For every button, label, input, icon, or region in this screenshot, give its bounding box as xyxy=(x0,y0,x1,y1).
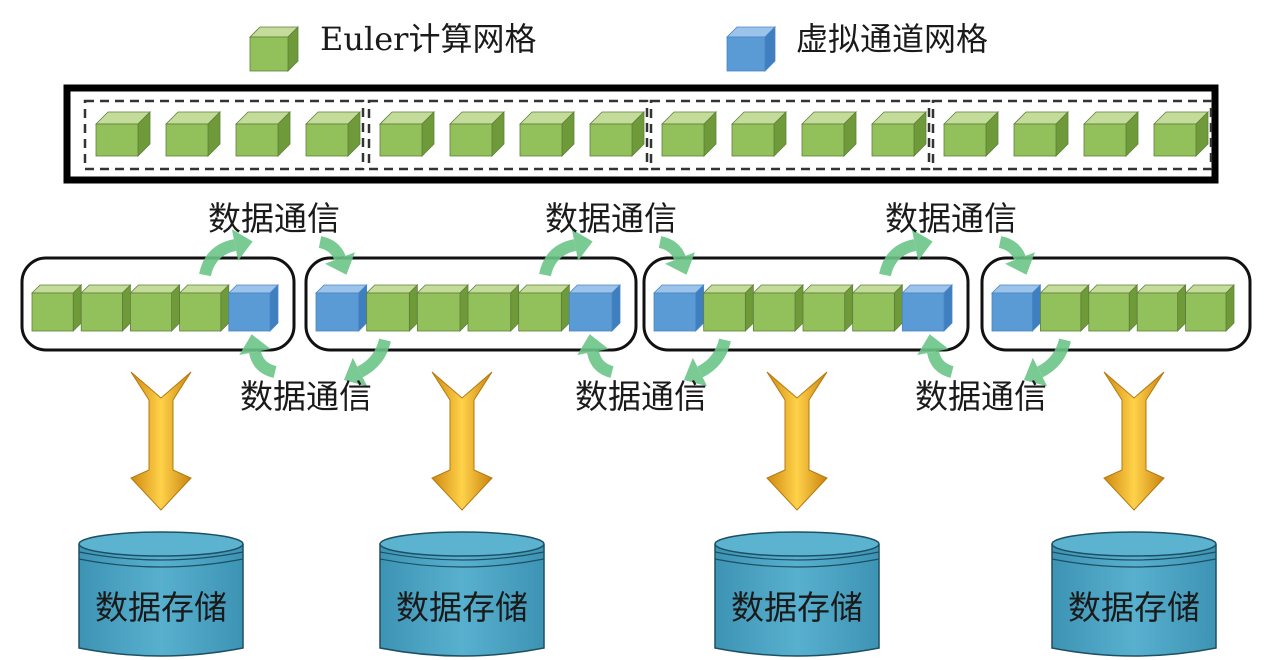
virtual-cell-icon xyxy=(726,26,776,72)
compute-cell xyxy=(943,111,999,157)
storage-cylinder xyxy=(78,531,244,657)
compute-cell xyxy=(129,284,181,332)
comm-label-bottom-1: 数据通信 xyxy=(240,377,372,416)
compute-cell xyxy=(851,284,904,332)
comm-arrow-in-bottom-1 xyxy=(239,334,277,378)
virtual-cell-icon-shape xyxy=(726,26,776,72)
compute-cell xyxy=(449,111,505,157)
compute-cell xyxy=(416,284,469,332)
store-arrow xyxy=(130,371,192,511)
compute-cell xyxy=(305,111,361,157)
comm-label-bottom-3: 数据通信 xyxy=(915,377,1047,416)
compute-cell xyxy=(661,111,717,157)
virtual-cell xyxy=(227,284,279,332)
comm-arrow-in-top-3 xyxy=(998,236,1035,275)
compute-cell-icon xyxy=(249,26,299,72)
compute-cell xyxy=(379,111,435,157)
storage-label-4: 数据存储 xyxy=(1068,588,1200,627)
global-grid xyxy=(63,84,1219,184)
global-partition xyxy=(649,99,931,171)
comm-arrow-in-top-2 xyxy=(658,236,695,275)
storage-cylinder xyxy=(714,531,880,657)
compute-cell xyxy=(31,284,83,332)
comm-label-bottom-2: 数据通信 xyxy=(575,377,707,416)
comm-arrow-in-bottom-3 xyxy=(917,334,954,378)
legend-label-virtual: 虚拟通道网格 xyxy=(796,20,988,58)
store-arrow xyxy=(431,371,493,511)
comm-arrow-in-top-1 xyxy=(318,236,355,275)
comm-arrow-out-top-1 xyxy=(199,229,253,277)
compute-cell xyxy=(752,284,804,332)
compute-cell xyxy=(467,284,520,332)
global-partition xyxy=(83,99,365,171)
storage-label-2: 数据存储 xyxy=(396,588,528,627)
virtual-cell xyxy=(991,284,1042,332)
comm-arrow-out-bottom-2 xyxy=(683,338,731,387)
compute-cell xyxy=(517,284,571,332)
comm-arrow-out-top-2 xyxy=(539,229,593,277)
store-arrow xyxy=(766,371,828,511)
compute-cell-icon-shape xyxy=(249,26,299,72)
compute-cell xyxy=(871,111,927,157)
comm-label-top-1: 数据通信 xyxy=(208,199,340,238)
compute-cell xyxy=(731,111,787,157)
storage-label-3: 数据存储 xyxy=(731,588,863,627)
compute-cell xyxy=(1039,284,1090,332)
compute-cell xyxy=(1153,111,1209,157)
store-arrow xyxy=(1103,371,1165,511)
storage-cylinder xyxy=(379,531,545,657)
compute-cell xyxy=(589,111,645,157)
compute-cell xyxy=(1013,111,1069,157)
compute-cell xyxy=(802,284,854,332)
compute-cell xyxy=(235,111,291,157)
global-partition xyxy=(931,99,1213,171)
legend-item-compute: Euler计算网格 xyxy=(249,20,536,72)
virtual-cell xyxy=(568,284,621,332)
virtual-cell xyxy=(315,284,368,332)
comm-label-top-2: 数据通信 xyxy=(545,199,677,238)
storage-row xyxy=(78,371,1217,657)
compute-cell xyxy=(1083,111,1139,157)
subdomain xyxy=(642,256,970,352)
compute-cell xyxy=(801,111,857,157)
compute-cell xyxy=(1184,284,1235,332)
comm-arrow-out-top-3 xyxy=(879,229,933,277)
storage-label-1: 数据存储 xyxy=(95,588,227,627)
virtual-cell xyxy=(653,284,705,332)
comm-arrow-out-bottom-3 xyxy=(1023,338,1071,387)
subdomain xyxy=(980,256,1252,352)
virtual-cell xyxy=(901,284,953,332)
communication-labels: 数据通信 数据通信 数据通信 数据通信 数据通信 数据通信 xyxy=(208,199,1047,416)
legend-label-compute: Euler计算网格 xyxy=(320,20,536,58)
compute-cell xyxy=(365,284,419,332)
legend: Euler计算网格 虚拟通道网格 xyxy=(249,20,988,72)
comm-arrow-in-bottom-2 xyxy=(577,334,614,378)
comm-label-top-3: 数据通信 xyxy=(885,199,1017,238)
communication-arrows xyxy=(199,229,1071,387)
compute-cell xyxy=(178,284,230,332)
compute-cell xyxy=(702,284,755,332)
storage-labels: 数据存储 数据存储 数据存储 数据存储 xyxy=(95,588,1200,627)
storage-cylinder xyxy=(1051,531,1217,657)
compute-cell xyxy=(1087,284,1139,332)
compute-cell xyxy=(165,111,221,157)
compute-cell xyxy=(1136,284,1187,332)
global-partition xyxy=(367,99,649,171)
compute-cell xyxy=(95,111,151,157)
legend-item-virtual: 虚拟通道网格 xyxy=(726,20,988,72)
compute-cell xyxy=(80,284,132,332)
subdomain xyxy=(304,256,638,352)
compute-cell xyxy=(519,111,575,157)
comm-arrow-out-bottom-1 xyxy=(343,338,391,387)
subdomain xyxy=(20,256,296,352)
subdomains xyxy=(20,256,1252,352)
